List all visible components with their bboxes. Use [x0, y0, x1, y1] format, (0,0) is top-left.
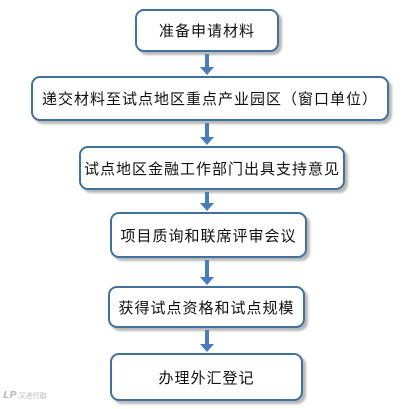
step-submit-materials: 递交材料至试点地区重点产业园区（窗口单位）: [31, 76, 389, 121]
arrow-down-icon: [200, 260, 214, 285]
step-forex-registration: 办理外汇登记: [110, 353, 303, 401]
arrow-down-icon: [200, 54, 214, 75]
arrow-down-icon: [200, 192, 214, 211]
arrow-down-icon: [200, 123, 214, 145]
watermark-logo: LP: [3, 390, 17, 401]
watermark: LP 又进行取: [3, 390, 47, 401]
watermark-text: 又进行取: [18, 391, 47, 400]
step-prepare-materials: 准备申请材料: [135, 9, 279, 52]
step-support-opinion: 试点地区金融工作部门出具支持意见: [79, 146, 345, 190]
step-obtain-qualification: 获得试点资格和试点规模: [108, 286, 305, 328]
arrow-down-icon: [200, 330, 214, 352]
step-review-meeting: 项目质询和联席评审会议: [110, 212, 307, 258]
